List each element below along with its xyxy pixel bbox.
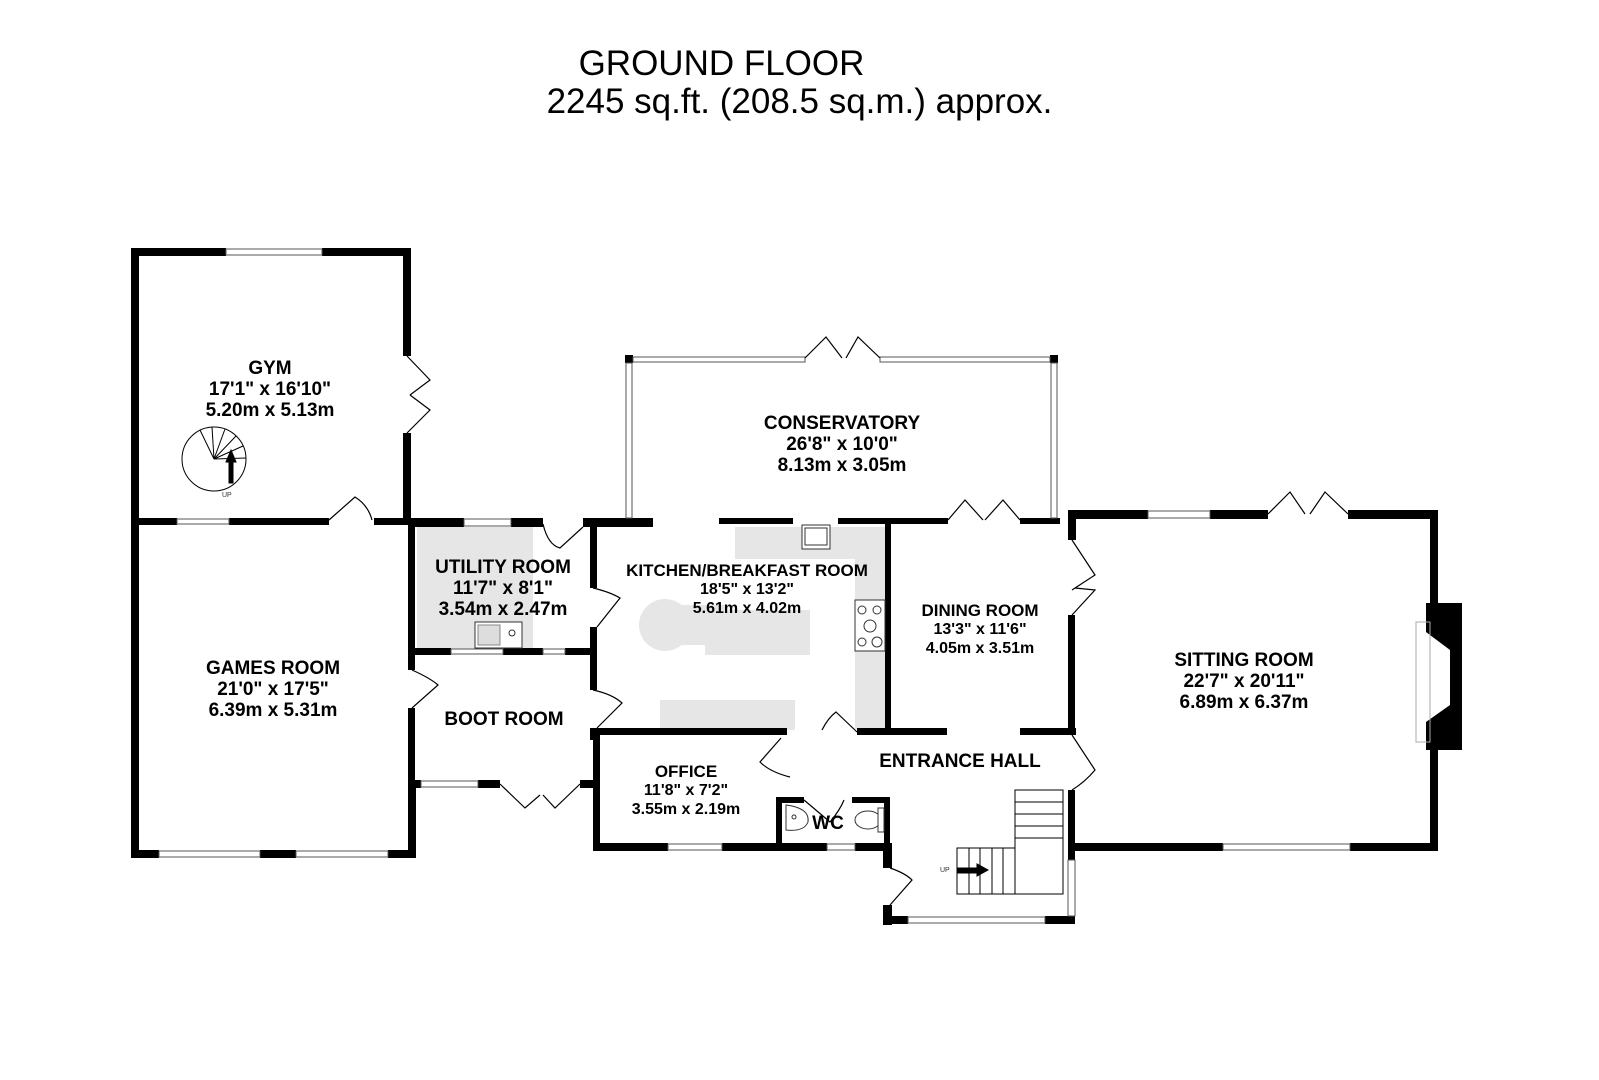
windows	[158, 248, 1351, 924]
walls	[131, 248, 1462, 925]
room-imperial: 17'1" x 16'10"	[208, 379, 332, 400]
room-imperial: 26'8" x 10'0"	[786, 434, 898, 455]
room-metric: 6.39m x 5.31m	[208, 700, 338, 721]
room-imperial: 18'5" x 13'2"	[700, 581, 794, 598]
room-wc: WC	[812, 813, 844, 834]
room-name: ENTRANCE HALL	[879, 751, 1041, 772]
room-gym: GYM 17'1" x 16'10" 5.20m x 5.13m	[206, 358, 335, 421]
floor-area: 2245 sq.ft. (208.5 sq.m.) approx.	[546, 82, 1053, 121]
room-metric: 4.05m x 3.51m	[925, 640, 1035, 657]
room-name: GAMES ROOM	[205, 658, 341, 679]
spiral-up-label: UP	[222, 492, 232, 499]
room-metric: 5.20m x 5.13m	[205, 400, 335, 421]
room-metric: 3.55m x 2.19m	[631, 801, 741, 818]
room-conservatory: CONSERVATORY 26'8" x 10'0" 8.13m x 3.05m	[764, 413, 920, 476]
room-dining: DINING ROOM 13'3" x 11'6" 4.05m x 3.51m	[921, 601, 1038, 658]
room-boot: BOOT ROOM	[444, 709, 563, 730]
room-name: KITCHEN/BREAKFAST ROOM	[626, 561, 868, 580]
room-office: OFFICE 11'8" x 7'2" 3.55m x 2.19m	[632, 762, 741, 819]
room-kitchen: KITCHEN/BREAKFAST ROOM 18'5" x 13'2" 5.6…	[626, 561, 868, 618]
staircase-icon	[956, 789, 1064, 895]
room-name: GYM	[248, 358, 292, 379]
doors	[328, 336, 1349, 906]
room-utility: UTILITY ROOM 11'7" x 8'1" 3.54m x 2.47m	[435, 557, 571, 620]
room-metric: 3.54m x 2.47m	[438, 599, 568, 620]
room-imperial: 11'8" x 7'2"	[643, 782, 729, 799]
floor-title: GROUND FLOOR	[578, 44, 865, 83]
room-imperial: 21'0" x 17'5"	[217, 679, 329, 700]
room-sitting: SITTING ROOM 22'7" x 20'11" 6.89m x 6.37…	[1174, 650, 1313, 713]
room-imperial: 22'7" x 20'11"	[1183, 671, 1305, 692]
room-entrance-hall: ENTRANCE HALL	[879, 751, 1041, 772]
fixtures	[474, 524, 886, 833]
room-imperial: 11'7" x 8'1"	[453, 578, 553, 599]
room-metric: 8.13m x 3.05m	[777, 455, 907, 476]
room-name: UTILITY ROOM	[435, 557, 571, 578]
room-name: CONSERVATORY	[763, 413, 921, 434]
room-name: BOOT ROOM	[444, 709, 564, 730]
room-name: DINING ROOM	[921, 601, 1039, 620]
room-imperial: 13'3" x 11'6"	[933, 621, 1027, 638]
room-name: WC	[812, 813, 844, 834]
spiral-staircase-icon	[181, 426, 247, 492]
room-metric: 6.89m x 6.37m	[1179, 692, 1309, 713]
room-games: GAMES ROOM 21'0" x 17'5" 6.39m x 5.31m	[206, 658, 340, 721]
room-name: OFFICE	[654, 762, 718, 781]
stairs-up-label: UP	[940, 867, 950, 874]
room-metric: 5.61m x 4.02m	[692, 600, 802, 617]
room-name: SITTING ROOM	[1174, 650, 1314, 671]
